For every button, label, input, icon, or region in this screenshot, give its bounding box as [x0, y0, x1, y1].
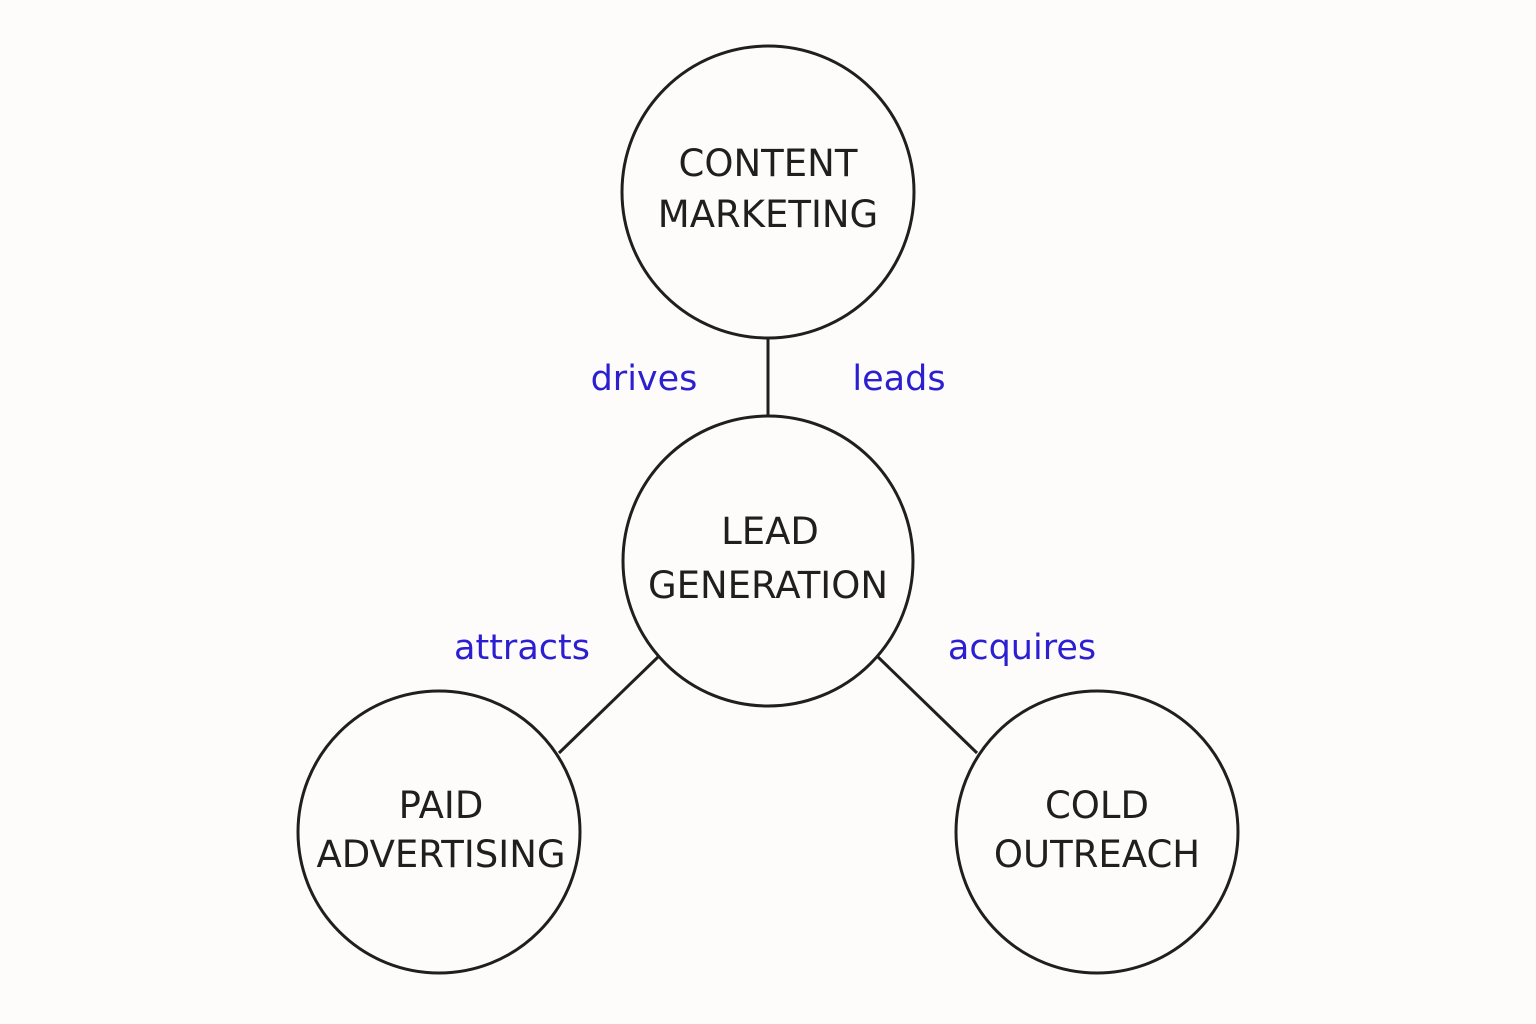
node-label-line2: MARKETING	[658, 193, 878, 236]
node-cold-outreach: COLD OUTREACH	[954, 689, 1240, 975]
connector-lead-cold	[876, 655, 979, 755]
node-lead-generation: LEAD GENERATION	[621, 414, 915, 708]
node-label-line2: OUTREACH	[994, 833, 1200, 876]
node-label-line2: ADVERTISING	[316, 833, 565, 876]
node-label-line1: PAID	[399, 784, 484, 827]
node-circle	[620, 44, 916, 340]
node-paid-advertising: PAID ADVERTISING	[296, 689, 582, 975]
node-label-line1: COLD	[1045, 784, 1149, 827]
edge-label-leads: leads	[852, 359, 945, 399]
connector-lead-paid	[557, 655, 660, 755]
node-circle	[621, 414, 915, 708]
node-label-line1: CONTENT	[679, 142, 858, 185]
edge-label-drives: drives	[591, 359, 698, 399]
node-content-marketing: CONTENT MARKETING	[620, 44, 916, 340]
node-circle	[296, 689, 582, 975]
node-label-line2: GENERATION	[648, 564, 888, 607]
edge-label-attracts: attracts	[454, 628, 590, 668]
edge-label-acquires: acquires	[948, 628, 1096, 668]
node-label-line1: LEAD	[721, 510, 819, 553]
node-circle	[954, 689, 1240, 975]
